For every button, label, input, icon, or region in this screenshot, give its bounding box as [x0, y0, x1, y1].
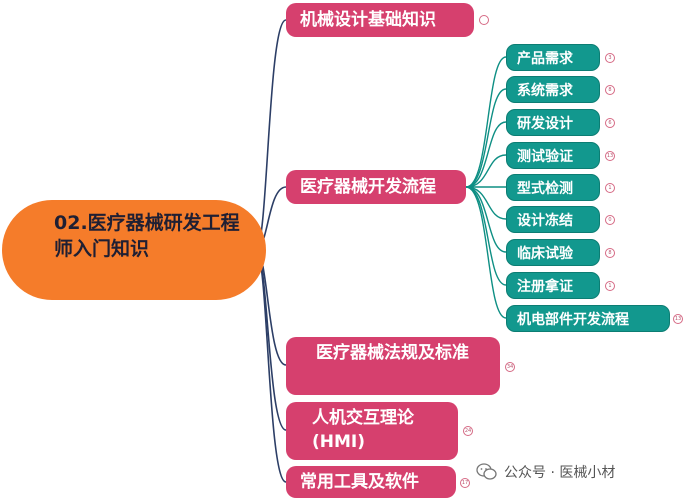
branch-label: 医疗器械法规及标准 [316, 343, 469, 363]
collapse-badge-icon[interactable]: 34 [505, 362, 515, 372]
step-clinical-trial[interactable]: 临床试验 [506, 239, 600, 266]
collapse-badge-icon[interactable]: 24 [463, 426, 473, 436]
branch-label: 常用工具及软件 [300, 472, 419, 492]
step-system-requirements[interactable]: 系统需求 [506, 76, 600, 103]
step-test-verification[interactable]: 测试验证 [506, 142, 600, 169]
count-badge-icon: 3 [605, 53, 615, 63]
step-registration[interactable]: 注册拿证 [506, 272, 600, 299]
step-label: 产品需求 [517, 51, 573, 67]
step-label: 系统需求 [517, 83, 573, 99]
step-label: 注册拿证 [517, 279, 573, 295]
branch-hmi[interactable]: 人机交互理论(HMI) [286, 402, 458, 460]
count-badge-icon: 8 [605, 248, 615, 258]
branch-label: 医疗器械开发流程 [300, 177, 436, 197]
branch-label: 人机交互理论(HMI) [312, 408, 414, 452]
root-label: 02.医疗器械研发工程师入门知识 [54, 212, 240, 260]
branch-design-basics[interactable]: 机械设计基础知识 [286, 3, 474, 37]
connector-step-9 [465, 186, 507, 319]
step-rd-design[interactable]: 研发设计 [506, 109, 600, 136]
connector-step-1 [465, 56, 507, 188]
count-badge-icon: 6 [605, 118, 615, 128]
step-design-freeze[interactable]: 设计冻结 [506, 206, 600, 233]
collapse-badge-icon[interactable] [479, 15, 489, 25]
count-badge-icon: 8 [605, 85, 615, 95]
step-label: 临床试验 [517, 246, 573, 262]
count-badge-icon: 1 [605, 281, 615, 291]
branch-dev-process[interactable]: 医疗器械开发流程 [286, 170, 466, 204]
collapse-badge-icon[interactable]: 17 [460, 478, 470, 488]
step-label: 研发设计 [517, 116, 573, 132]
count-badge-icon: 0 [605, 215, 615, 225]
connector-step-2 [465, 88, 507, 188]
watermark-text: 公众号 · 医械小材 [504, 465, 616, 481]
watermark: 公众号 · 医械小材 [476, 458, 616, 486]
connector-root-to-design-basics [255, 19, 287, 251]
step-electromechanical-process[interactable]: 机电部件开发流程 [506, 305, 670, 332]
connector-step-4 [465, 154, 507, 188]
step-label: 型式检测 [517, 181, 573, 197]
step-type-testing[interactable]: 型式检测 [506, 174, 600, 201]
step-label: 测试验证 [517, 149, 573, 165]
branch-regulations[interactable]: 医疗器械法规及标准 [286, 337, 500, 395]
wechat-icon [476, 463, 498, 481]
count-badge-icon: 13 [673, 314, 683, 324]
root-node[interactable]: 02.医疗器械研发工程师入门知识 [2, 200, 266, 300]
count-badge-icon: 1 [605, 183, 615, 193]
connector-step-3 [465, 121, 507, 188]
branch-tools[interactable]: 常用工具及软件 [286, 466, 456, 498]
step-product-requirements[interactable]: 产品需求 [506, 44, 600, 71]
step-label: 设计冻结 [517, 213, 573, 229]
count-badge-icon: 13 [605, 151, 615, 161]
branch-label: 机械设计基础知识 [300, 10, 436, 30]
step-label: 机电部件开发流程 [517, 312, 629, 328]
